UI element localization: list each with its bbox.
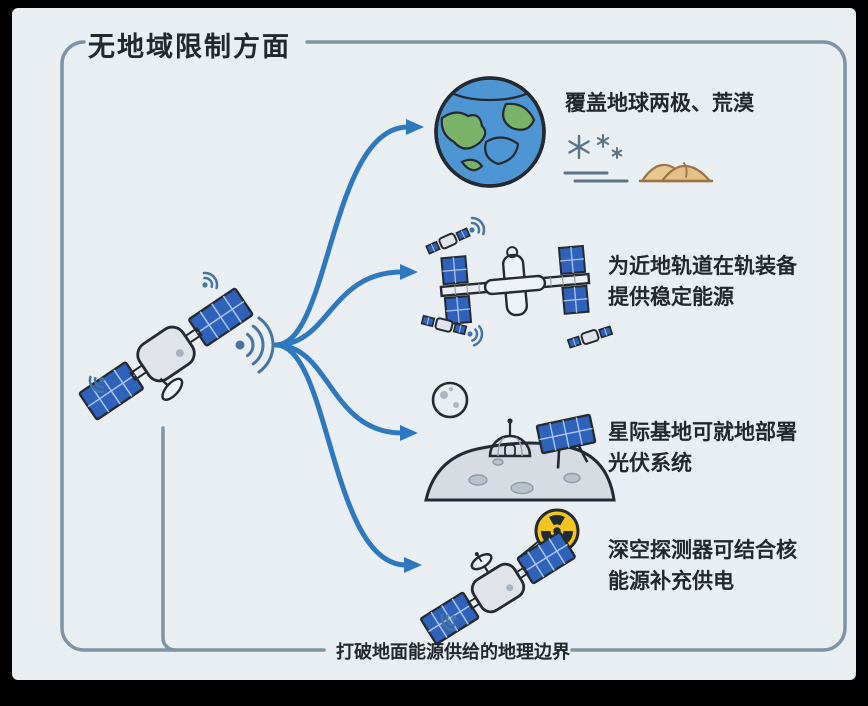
landmass-desert — [484, 136, 520, 166]
branch-label-leo: 为近地轨道在轨装备 提供稳定能源 — [608, 251, 797, 313]
ice-ground — [563, 171, 629, 183]
iss-dome — [506, 246, 519, 259]
satellite-ground-connector — [161, 426, 177, 652]
satellite-dish — [159, 377, 184, 402]
branch-arrows — [273, 119, 424, 573]
mini-satellite-a — [424, 226, 472, 256]
label-line: 星际基地可就地部署 — [608, 421, 797, 444]
label-line: 提供稳定能源 — [608, 286, 734, 309]
mini-satellite-c — [566, 323, 614, 351]
diagram-title: 无地域限制方面 — [88, 32, 291, 62]
arrowhead-earth — [406, 119, 424, 135]
arrowhead-moon-base — [400, 425, 418, 441]
snowflake-small — [596, 134, 623, 159]
landmass-east — [501, 102, 536, 131]
label-line: 为近地轨道在轨装备 — [608, 255, 797, 278]
surface-craters — [468, 458, 581, 495]
probe-dish — [470, 552, 493, 574]
label-line: 能源补充供电 — [608, 570, 734, 593]
earth-illustration — [434, 76, 546, 188]
space-station-illustration — [420, 213, 614, 351]
signal-waves-upper — [195, 268, 222, 296]
branch-label-earth: 覆盖地球两极、荒漠 — [565, 88, 754, 119]
frame-border-top-right — [305, 40, 847, 652]
probe-panel-left — [420, 591, 480, 645]
probe-body-group — [420, 531, 576, 645]
probe-panel-right — [516, 531, 576, 585]
frame-border-left-bottom — [60, 40, 326, 652]
solar-array — [535, 413, 597, 469]
small-moon — [431, 381, 469, 419]
arrowhead-deep-space-probe — [404, 557, 422, 573]
satellite-illustration — [78, 287, 254, 421]
mini-satellite-b-waves — [463, 322, 486, 348]
snowflake-ice-icon — [563, 134, 629, 183]
branch-label-probe: 深空探测器可结合核 能源补充供电 — [608, 535, 797, 597]
landmass-west — [440, 111, 487, 150]
desert-dunes-icon — [638, 162, 714, 183]
iss-solar-panels — [440, 244, 590, 326]
satellite-body — [136, 325, 196, 383]
snowflake-large — [568, 134, 590, 160]
solar-panel-right — [188, 287, 254, 347]
arrowhead-space-station — [400, 264, 418, 280]
label-line: 覆盖地球两极、荒漠 — [565, 92, 754, 115]
moon-base-illustration — [424, 381, 616, 502]
branch-label-base: 星际基地可就地部署 光伏系统 — [608, 417, 797, 479]
arrow-to-deep-space-probe — [273, 342, 409, 568]
arrow-to-earth — [273, 124, 411, 348]
lunar-surface — [424, 441, 616, 502]
diagram-graphics-layer — [60, 40, 847, 652]
label-line: 光伏系统 — [608, 452, 692, 475]
iss-main — [439, 244, 591, 326]
diagram-panel: 无地域限制方面 覆盖地球两极、荒漠 为近地轨道在轨装备 提供稳定能源 星际基地可… — [12, 8, 856, 680]
signal-waves-main — [235, 316, 275, 374]
arrow-to-space-station — [273, 269, 405, 348]
label-line: 深空探测器可结合核 — [608, 539, 797, 562]
arrow-to-moon-base — [273, 342, 405, 436]
bottom-caption: 打破地面能源供给的地理边界 — [336, 642, 570, 662]
deep-space-probe-illustration — [420, 508, 580, 645]
iss-module-horizontal — [483, 274, 547, 296]
landmass-south — [460, 158, 484, 172]
habitat-dome — [488, 418, 532, 458]
